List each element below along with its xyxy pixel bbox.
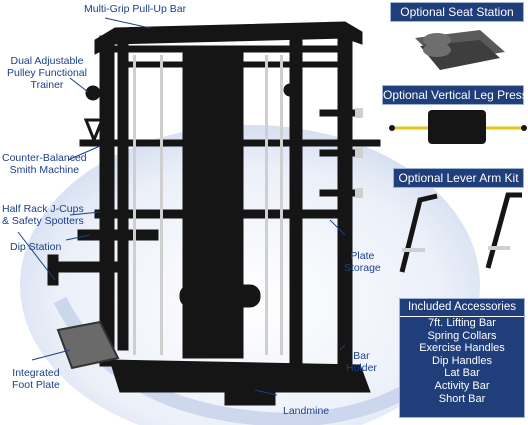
plate-storage-label: Plate Storage	[344, 250, 381, 274]
smith-machine-label: Counter-Balanced Smith Machine	[2, 152, 87, 176]
accessory-item: Dip Handles	[432, 354, 492, 367]
accessory-item: Activity Bar	[434, 379, 490, 392]
accessory-item: Spring Collars	[427, 329, 497, 342]
jcups-spotters-label: Half Rack J-Cups & Safety Spotters	[2, 203, 84, 227]
accessory-item: Short Bar	[438, 392, 486, 405]
accessory-item: Exercise Handles	[419, 342, 505, 355]
pulley-trainer-label: Dual Adjustable Pulley Functional Traine…	[7, 55, 87, 91]
accessory-item: 7ft. Lifting Bar	[428, 317, 496, 329]
lever-arm-header: Optional Lever Arm Kit	[393, 168, 524, 188]
landmine-label: Landmine	[283, 405, 330, 417]
dip-station-label: Dip Station	[10, 241, 62, 253]
included-accessories-panel: Included Accessories 7ft. Lifting Bar Sp…	[399, 298, 525, 418]
accessories-title: Included Accessories	[400, 299, 524, 317]
bar-holder-label: Bar Holder	[346, 350, 377, 374]
accessory-item: Lat Bar	[444, 367, 480, 380]
accessories-list: 7ft. Lifting Bar Spring Collars Exercise…	[400, 317, 524, 405]
leg-press-header: Optional Vertical Leg Press	[382, 85, 528, 105]
foot-plate-label: Integrated Foot Plate	[12, 367, 60, 391]
seat-station-header: Optional Seat Station	[390, 2, 524, 22]
pullup-bar-label: Multi-Grip Pull-Up Bar	[84, 3, 187, 15]
